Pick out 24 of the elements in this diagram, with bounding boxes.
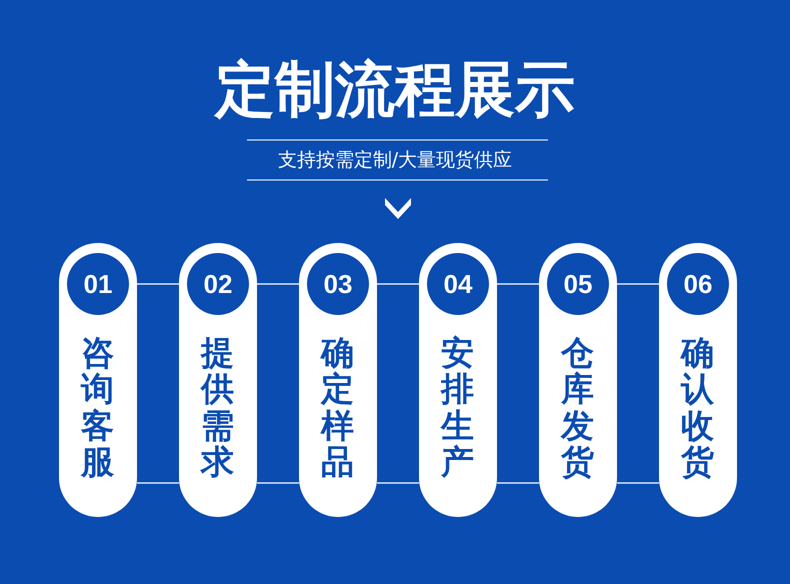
connector-line bbox=[617, 283, 659, 285]
connector-line bbox=[497, 283, 539, 285]
step-number: 01 bbox=[67, 253, 129, 315]
step-number: 05 bbox=[547, 253, 609, 315]
step-label: 确定样品 bbox=[321, 335, 354, 480]
step-number: 04 bbox=[427, 253, 489, 315]
step-label: 确认收货 bbox=[681, 335, 714, 480]
connector-line bbox=[617, 482, 659, 484]
step-label: 咨询客服 bbox=[81, 335, 114, 480]
title: 定制流程展示 bbox=[212, 54, 576, 127]
connector-line bbox=[497, 482, 539, 484]
step-number: 03 bbox=[307, 253, 369, 315]
connector-line bbox=[137, 283, 179, 285]
connector-line bbox=[137, 482, 179, 484]
step-number: 02 bbox=[187, 253, 249, 315]
step-number: 06 bbox=[667, 253, 729, 315]
connector-line bbox=[257, 482, 299, 484]
connector-line bbox=[377, 283, 419, 285]
step-label: 提供需求 bbox=[201, 335, 234, 480]
subtitle: 支持按需定制/大量现货供应 bbox=[276, 148, 514, 173]
step-label: 仓库发货 bbox=[561, 335, 594, 480]
connector-line bbox=[377, 482, 419, 484]
connector-line bbox=[257, 283, 299, 285]
step-label: 安排生产 bbox=[441, 335, 474, 480]
